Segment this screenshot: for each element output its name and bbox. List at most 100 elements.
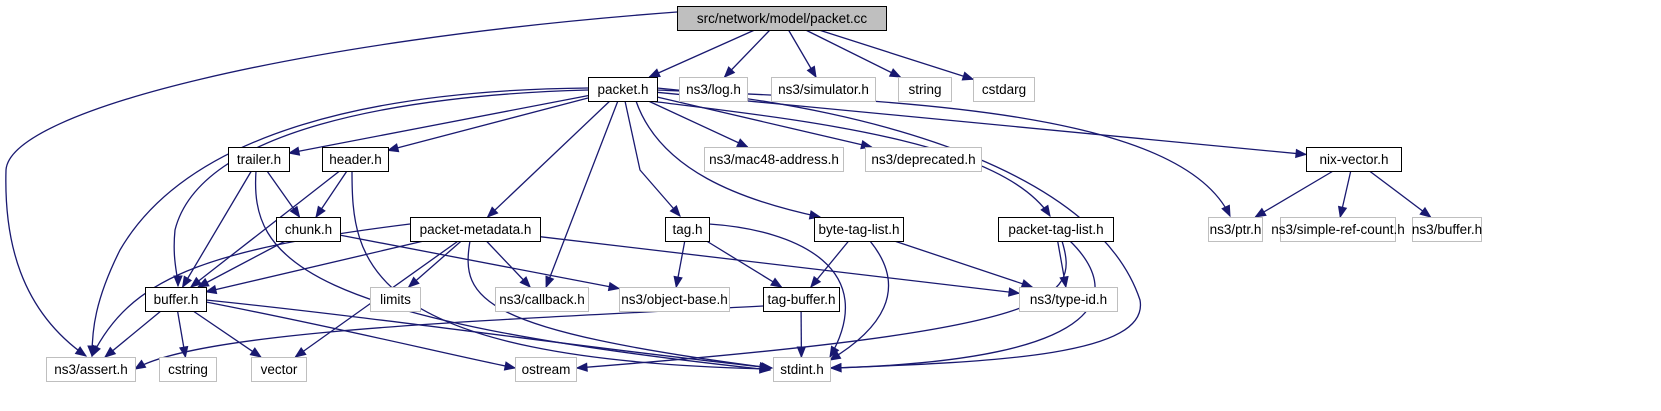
node-box bbox=[1019, 287, 1118, 312]
edge-line bbox=[576, 240, 1067, 369]
node-label: src/network/model/packet.cc bbox=[697, 11, 868, 26]
node-box bbox=[587, 76, 659, 103]
node-ptr-h: ns3/ptr.h bbox=[1208, 217, 1263, 242]
arrow-head-icon bbox=[673, 275, 683, 289]
node-label: trailer.h bbox=[237, 152, 281, 167]
arrow-head-icon bbox=[761, 362, 774, 372]
edge-line bbox=[134, 305, 764, 370]
arrow-head-icon bbox=[289, 205, 301, 219]
arrow-head-icon bbox=[386, 143, 400, 153]
edge-tag_h-to-tag_buffer_h bbox=[706, 240, 783, 288]
arrow-head-icon bbox=[74, 346, 88, 357]
node-packet-h[interactable]: packet.h bbox=[587, 76, 659, 103]
edge-line bbox=[205, 299, 773, 369]
edge-line bbox=[829, 240, 889, 361]
node-box bbox=[679, 77, 748, 102]
node-trailer-h[interactable]: trailer.h bbox=[227, 146, 291, 173]
node-label: ns3/simulator.h bbox=[778, 82, 869, 97]
node-packet-cc[interactable]: src/network/model/packet.cc bbox=[676, 5, 888, 32]
edge-trailer_h-to-buffer_h bbox=[181, 170, 252, 289]
node-header-h[interactable]: header.h bbox=[321, 146, 390, 173]
edge-packet_h-to-ptr_h bbox=[656, 89, 1231, 218]
edge-line bbox=[649, 100, 1051, 217]
edge-packet_cc-to-packet_h bbox=[648, 29, 755, 78]
edge-packet_h-to-deprecated_h bbox=[656, 96, 873, 150]
edge-line bbox=[485, 240, 531, 288]
node-box bbox=[1412, 217, 1482, 242]
node-mac48-h: ns3/mac48-address.h bbox=[704, 147, 844, 172]
edge-line bbox=[408, 240, 462, 288]
node-box bbox=[1280, 217, 1396, 242]
edge-line bbox=[1369, 170, 1431, 218]
node-label: stdint.h bbox=[780, 362, 824, 377]
edge-tag_buffer_h-to-assert_h bbox=[133, 305, 764, 370]
node-deprecated-h: ns3/deprecated.h bbox=[865, 147, 982, 172]
node-assert-h: ns3/assert.h bbox=[46, 357, 136, 382]
edge-line bbox=[894, 240, 1033, 288]
node-label: tag.h bbox=[672, 222, 702, 237]
edge-tag_buffer_h-to-stdint_h bbox=[796, 310, 807, 359]
arrow-head-icon bbox=[249, 347, 262, 358]
arrow-head-icon bbox=[545, 275, 555, 289]
arrow-head-icon bbox=[173, 275, 183, 288]
node-label: packet.h bbox=[597, 82, 648, 97]
edge-line bbox=[656, 87, 1141, 369]
node-label: string bbox=[908, 82, 941, 97]
node-box bbox=[46, 357, 136, 382]
arrow-head-icon bbox=[961, 71, 975, 81]
edge-tag_h-to-object_base_h bbox=[673, 240, 686, 289]
edge-line bbox=[724, 29, 771, 78]
arrow-head-icon bbox=[315, 205, 326, 219]
node-box bbox=[762, 286, 841, 313]
node-label: chunk.h bbox=[285, 222, 332, 237]
node-stdint-h: stdint.h bbox=[773, 357, 831, 382]
node-simple-ref-count-h: ns3/simple-ref-count.h bbox=[1271, 217, 1405, 242]
node-box bbox=[898, 77, 952, 102]
node-label: vector bbox=[261, 362, 298, 377]
arrow-head-icon bbox=[197, 277, 210, 288]
arrow-head-icon bbox=[294, 347, 307, 358]
edge-nix_vector_h-to-ns3_buffer_h bbox=[1369, 170, 1432, 218]
arrow-head-icon bbox=[91, 344, 101, 358]
edge-line bbox=[648, 100, 748, 148]
edge-line bbox=[656, 89, 1231, 217]
node-chunk-h[interactable]: chunk.h bbox=[275, 216, 342, 243]
node-box bbox=[370, 287, 421, 312]
node-label: ns3/buffer.h bbox=[1412, 222, 1482, 237]
node-ns3-buffer-h: ns3/buffer.h bbox=[1412, 217, 1482, 242]
node-tag-h[interactable]: tag.h bbox=[664, 216, 711, 243]
node-packet-metadata-h[interactable]: packet-metadata.h bbox=[409, 216, 542, 243]
node-vector: vector bbox=[251, 357, 307, 382]
node-tag-buffer-h[interactable]: tag-buffer.h bbox=[762, 286, 841, 313]
node-label: cstdarg bbox=[982, 82, 1026, 97]
arrow-head-icon bbox=[1008, 287, 1021, 297]
node-simulator-h: ns3/simulator.h bbox=[771, 77, 876, 102]
edge-line bbox=[649, 29, 755, 78]
edge-line bbox=[351, 170, 771, 370]
edge-line bbox=[339, 234, 620, 290]
node-box bbox=[144, 286, 208, 313]
edge-line bbox=[288, 94, 589, 154]
edge-packet_h-to-tag_h bbox=[624, 100, 681, 218]
edge-header_h-to-chunk_h bbox=[315, 170, 348, 219]
node-byte-tag-list-h[interactable]: byte-tag-list.h bbox=[813, 216, 905, 243]
node-label: ns3/callback.h bbox=[499, 292, 585, 307]
node-box bbox=[773, 357, 831, 382]
node-limits: limits bbox=[370, 287, 421, 312]
arrow-head-icon bbox=[407, 276, 420, 288]
edge-packet_tag_list_h-to-stdint_h bbox=[829, 240, 1096, 373]
arrow-head-icon bbox=[204, 284, 218, 295]
edge-packet_h-to-callback_h bbox=[545, 100, 619, 289]
node-buffer-h[interactable]: buffer.h bbox=[144, 286, 208, 313]
edge-trailer_h-to-chunk_h bbox=[266, 170, 301, 219]
edges-layer bbox=[5, 11, 1432, 374]
node-packet-tag-list-h[interactable]: packet-tag-list.h bbox=[997, 216, 1115, 243]
node-nix-vector-h[interactable]: nix-vector.h bbox=[1305, 146, 1403, 173]
edge-packet_tag_list_h-to-ostream bbox=[575, 240, 1067, 372]
edge-line bbox=[197, 240, 286, 288]
edge-chunk_h-to-object_base_h bbox=[339, 234, 621, 292]
edge-packet_h-to-buffer_h bbox=[173, 89, 589, 288]
node-label: ns3/simple-ref-count.h bbox=[1271, 222, 1405, 237]
edge-line bbox=[173, 89, 589, 287]
edge-packet_h-to-nix_vector_h bbox=[656, 91, 1308, 159]
